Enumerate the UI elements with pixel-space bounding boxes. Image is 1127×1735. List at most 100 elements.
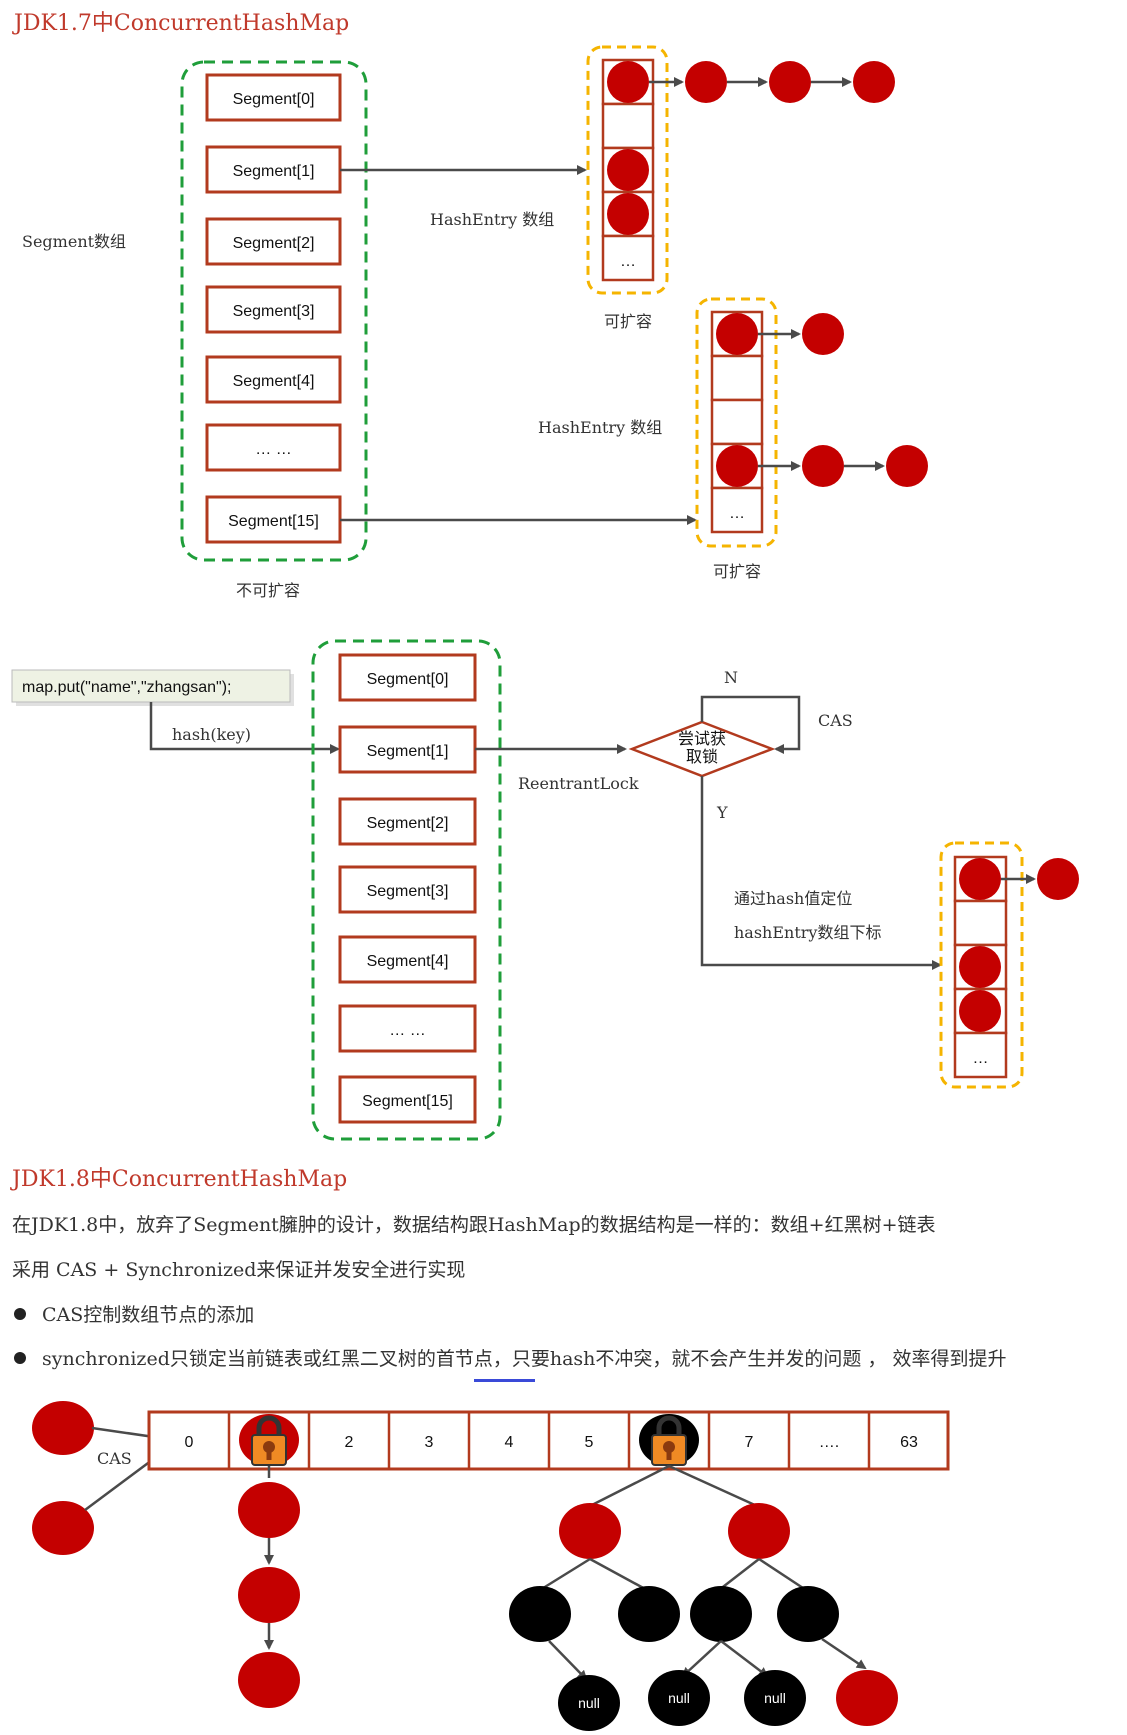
not-expandable-label: 不可扩容 — [236, 581, 300, 600]
segment-array-2: Segment[0] Segment[1] Segment[2] Segment… — [338, 653, 477, 1124]
segment-label: Segment[0] — [233, 91, 315, 108]
cell-ellipsis: … — [729, 505, 745, 522]
null-label: null — [578, 1695, 600, 1711]
array-index-label: 4 — [505, 1434, 514, 1451]
list-node — [685, 61, 727, 103]
section3-title: JDK1.8中ConcurrentHashMap — [10, 1167, 347, 1192]
segment-label: … … — [389, 1022, 425, 1039]
segment-box — [338, 865, 477, 914]
table-array-cells: 0 2 3 4 5 7 …. 63 — [185, 1412, 918, 1469]
null-node — [648, 1670, 710, 1726]
tree-node — [618, 1586, 680, 1642]
null-label: null — [764, 1690, 786, 1706]
array-index-label: 7 — [745, 1434, 754, 1451]
hashentry-array-border — [586, 45, 669, 295]
reentrant-label: ReentrantLock — [518, 774, 639, 793]
hash-label: hash(key) — [172, 725, 251, 744]
hashentry-array-c: … — [953, 855, 1008, 1079]
expandable-label: 可扩容 — [713, 562, 761, 581]
segment-label: Segment[3] — [233, 303, 315, 320]
null-label: null — [668, 1690, 690, 1706]
segment-box — [338, 797, 477, 846]
segment-label: Segment[1] — [367, 743, 449, 760]
code-label-text: map.put("name","zhangsan"); — [22, 679, 232, 696]
cas-label: CAS — [97, 1449, 132, 1468]
diamond-label-line1: 尝试获 — [678, 730, 726, 748]
list-node — [802, 445, 844, 487]
segment-label: Segment[0] — [367, 671, 449, 688]
hashentry-label: HashEntry 数组 — [430, 210, 554, 229]
entry-node — [607, 61, 649, 103]
tree-node — [777, 1586, 839, 1642]
list-node — [886, 445, 928, 487]
segment-array-border — [180, 60, 368, 562]
array-index-label: 63 — [900, 1434, 918, 1451]
list-node — [238, 1652, 300, 1708]
cell-ellipsis: … — [620, 253, 636, 270]
array-cell — [601, 102, 655, 150]
entry-node — [607, 193, 649, 235]
array-index-label: …. — [819, 1434, 839, 1451]
segment-box — [338, 935, 477, 984]
hashentry-label: HashEntry 数组 — [538, 418, 662, 437]
segment-label: Segment[3] — [367, 883, 449, 900]
hash-arrow — [149, 702, 340, 754]
list-node — [238, 1567, 300, 1623]
tree-edge — [589, 1557, 648, 1592]
tree-edge — [548, 1640, 588, 1681]
segment-array-label: Segment数组 — [22, 232, 126, 251]
entry-node — [716, 445, 758, 487]
cas-synchronized-description: 采用 CAS + Synchronized来保证并发安全进行实现 — [12, 1259, 465, 1281]
list-node — [238, 1482, 300, 1538]
hashentry-array-a: … — [601, 58, 655, 282]
hashentry-array-border — [939, 841, 1024, 1089]
y-label: Y — [716, 803, 728, 822]
bullet-dot — [14, 1352, 26, 1364]
tree-edge — [539, 1557, 591, 1592]
array-cell — [601, 234, 655, 282]
array-index-label: 5 — [585, 1434, 594, 1451]
segment-label: Segment[2] — [233, 235, 315, 252]
entry-node — [607, 149, 649, 191]
hashentry-array-b: … — [710, 310, 764, 534]
tree-edge — [718, 1558, 760, 1591]
code-box — [11, 669, 291, 703]
cas-node — [32, 1501, 94, 1555]
segment-label: Segment[2] — [367, 815, 449, 832]
array-cell — [953, 1031, 1008, 1079]
diamond-label-line2: 取锁 — [686, 748, 718, 766]
list-node — [1037, 858, 1079, 900]
segment-label: Segment[4] — [233, 373, 315, 390]
tree-node — [836, 1670, 898, 1726]
section1-title: JDK1.7中ConcurrentHashMap — [12, 11, 349, 36]
segment-box — [338, 653, 477, 702]
cas-retry-loop — [700, 695, 801, 754]
segment-array-border — [311, 639, 502, 1141]
array-index-label: 3 — [425, 1434, 434, 1451]
array-cell — [710, 354, 764, 402]
segment-box — [205, 423, 342, 472]
bullet-dot — [14, 1308, 26, 1320]
array-cell — [953, 899, 1008, 947]
hashentry-array-border — [695, 297, 778, 548]
segment-label: Segment[15] — [228, 513, 319, 530]
list-node — [802, 313, 844, 355]
cas-label: CAS — [818, 711, 853, 730]
array-index-label: 0 — [185, 1434, 194, 1451]
tree-node — [559, 1503, 621, 1559]
bullet-cas: CAS控制数组节点的添加 — [42, 1304, 254, 1326]
tree-node — [690, 1586, 752, 1642]
red-black-tree: null null null — [509, 1464, 898, 1731]
n-label: N — [724, 668, 738, 687]
tree-edge — [720, 1640, 769, 1678]
segment-label: Segment[15] — [362, 1093, 453, 1110]
segment-box — [338, 1075, 477, 1124]
linked-list-a — [649, 61, 895, 103]
code-label: map.put("name","zhangsan"); — [22, 679, 232, 696]
segment-label: … … — [255, 441, 291, 458]
linked-list-b — [758, 313, 928, 487]
segment-array-1: Segment[0] Segment[1] Segment[2] Segment… — [205, 73, 342, 544]
locate-arrow — [700, 776, 942, 970]
tree-edge — [758, 1557, 807, 1592]
segment-box — [205, 217, 342, 266]
